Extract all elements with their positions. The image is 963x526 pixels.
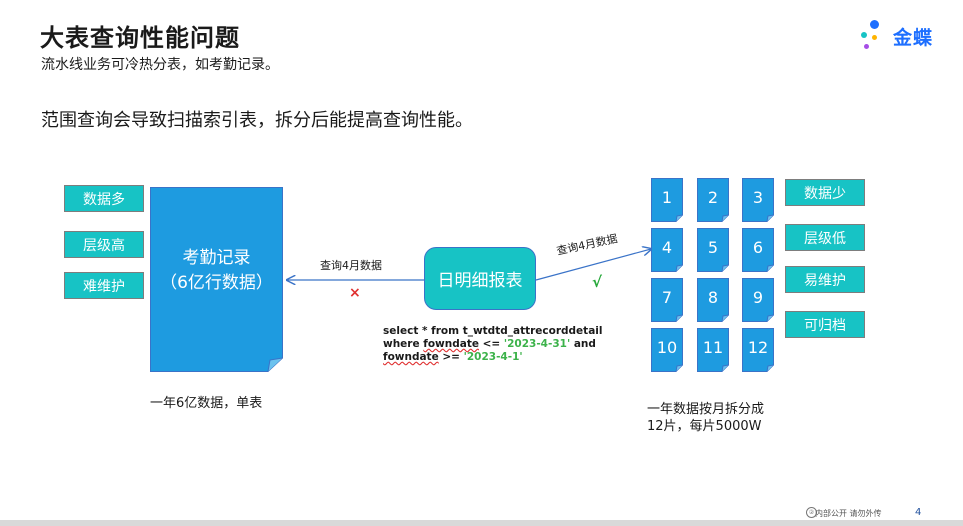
month-card-label: 4 [661, 238, 673, 257]
page-number: 4 [915, 507, 922, 518]
tag-data-many: 数据多 [64, 185, 144, 212]
caption-right-line1: 一年数据按月拆分成 [647, 402, 765, 417]
check-icon: √ [592, 273, 603, 291]
month-card-label: 8 [707, 288, 719, 307]
month-card-2 [697, 178, 729, 222]
month-card-12 [742, 328, 774, 372]
kingdee-dots-icon [860, 20, 885, 52]
brand-logo: 金蝶 [860, 20, 933, 52]
month-card-11 [697, 328, 729, 372]
month-card-label: 2 [707, 188, 719, 207]
month-card-8 [697, 278, 729, 322]
tag-archivable: 可归档 [785, 311, 865, 338]
big-table-line2: （6亿行数据） [160, 273, 273, 293]
info-circle-icon: ② [806, 507, 817, 518]
big-table-line1: 考勤记录 [182, 248, 251, 268]
month-card-label: 11 [702, 338, 724, 357]
month-card-7 [651, 278, 683, 322]
tag-data-few: 数据少 [785, 179, 865, 206]
bottom-scroll-bar[interactable] [0, 520, 963, 526]
sql-line-2: where fowndate <= '2023-4-31' and [383, 338, 596, 350]
sql-line-3: fowndate >= '2023-4-1' [383, 351, 523, 363]
month-card-1 [651, 178, 683, 222]
month-card-6 [742, 228, 774, 272]
month-card-3 [742, 178, 774, 222]
tag-hard-maintain: 难维护 [64, 272, 144, 299]
month-card-label: 5 [707, 238, 719, 257]
big-table-document-shape [150, 187, 283, 372]
tag-level-low: 层级低 [785, 224, 865, 251]
month-card-4 [651, 228, 683, 272]
month-card-label: 9 [752, 288, 764, 307]
big-table-label: 考勤记录 （6亿行数据） [150, 246, 283, 296]
month-card-label: 6 [752, 238, 764, 257]
caption-right-line2: 12片，每片5000W [647, 419, 762, 434]
slide-subtitle: 流水线业务可冷热分表，如考勤记录。 [41, 57, 279, 73]
month-card-label: 3 [752, 188, 764, 207]
caption-left: 一年6亿数据，单表 [150, 396, 263, 411]
month-card-5 [697, 228, 729, 272]
sql-query: select * from t_wtdtd_attrecorddetail wh… [383, 325, 602, 364]
month-card-label: 12 [747, 338, 769, 357]
sql-line-1: select * from t_wtdtd_attrecorddetail [383, 325, 603, 337]
month-card-label: 7 [661, 288, 673, 307]
cross-icon: × [349, 285, 361, 301]
query-left-label: 查询4月数据 [320, 259, 382, 272]
arrow-to-month-shards [535, 249, 651, 281]
footer-label: 内部公开 请勿外传 [815, 509, 882, 518]
tag-level-high: 层级高 [64, 231, 144, 258]
month-card-label: 10 [656, 338, 678, 357]
month-card-10 [651, 328, 683, 372]
month-card-label: 1 [661, 188, 673, 207]
daily-report-box: 日明细报表 [424, 247, 536, 310]
slide-title: 大表查询性能问题 [40, 24, 240, 52]
slide-statement: 范围查询会导致扫描索引表，拆分后能提高查询性能。 [41, 110, 473, 131]
month-card-9 [742, 278, 774, 322]
logo-text: 金蝶 [892, 26, 933, 49]
caption-right: 一年数据按月拆分成 12片，每片5000W [647, 401, 764, 435]
tag-easy-maintain: 易维护 [785, 266, 865, 293]
